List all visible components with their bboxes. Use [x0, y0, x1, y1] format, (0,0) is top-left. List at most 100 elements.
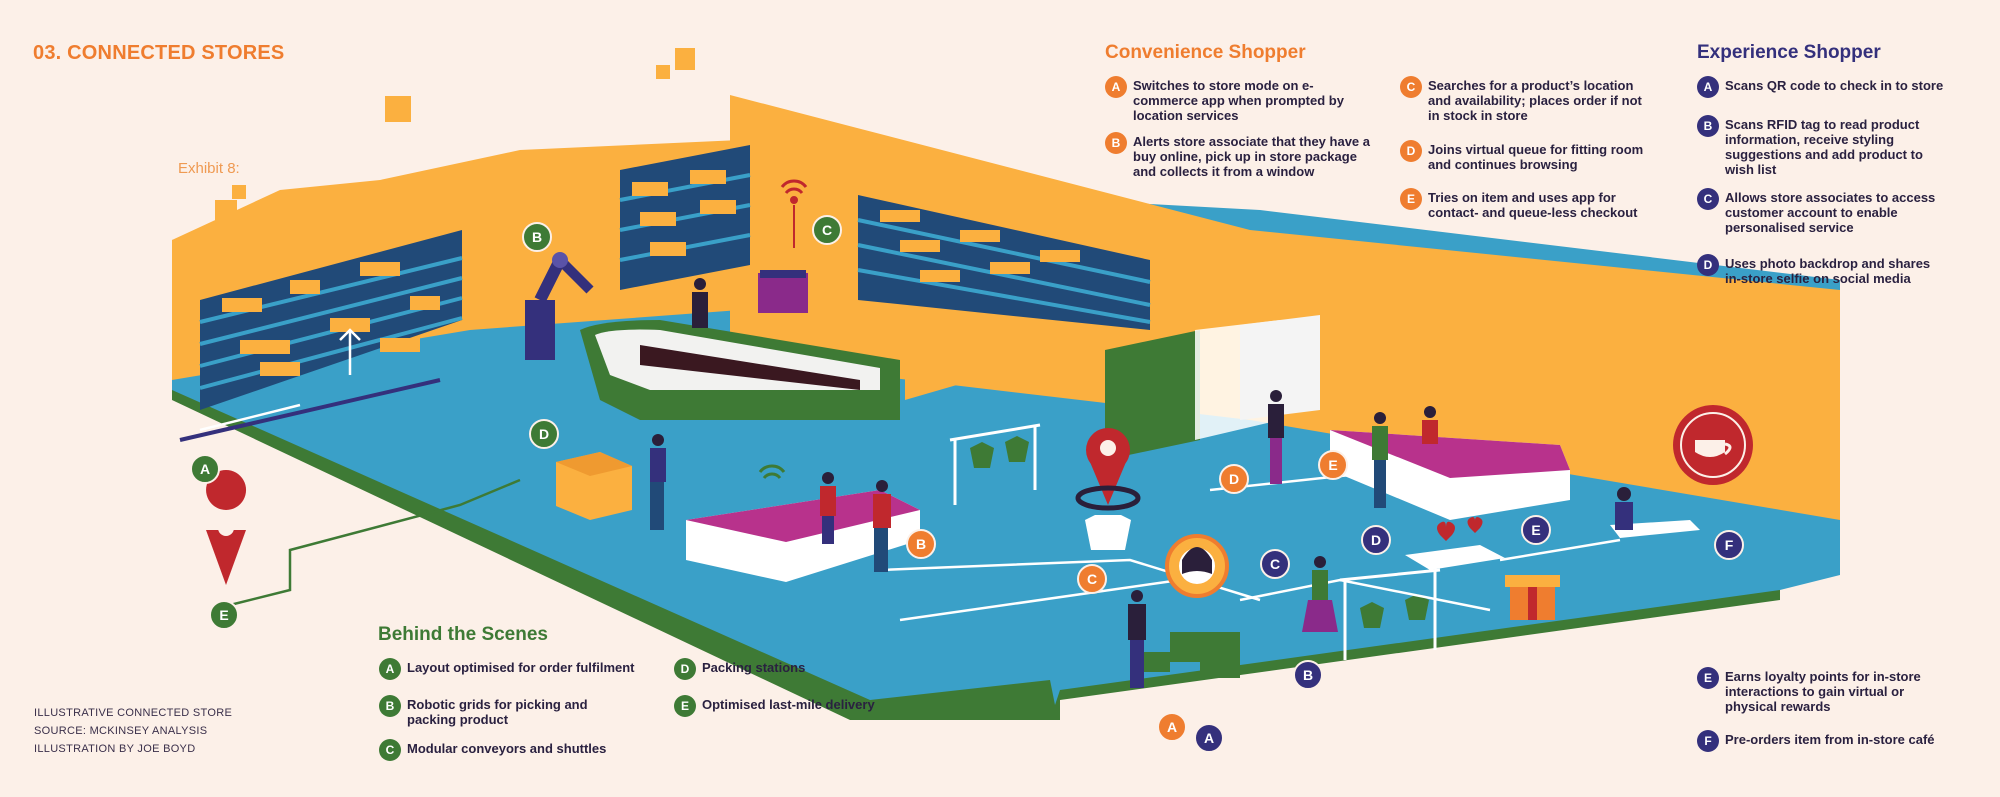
experience-item-e: E Earns loyalty points for in-store inte…	[1697, 667, 1947, 714]
badge: C	[379, 739, 401, 761]
counter-left	[686, 490, 920, 582]
shelf-right	[857, 195, 1151, 330]
fitting-rooms	[1105, 315, 1320, 460]
item-text: Layout optimised for order fulfilment	[407, 660, 635, 675]
scene-badge-behind-b: B	[522, 222, 552, 252]
counter-right	[1330, 430, 1570, 520]
experience-item-d: D Uses photo backdrop and shares in-stor…	[1697, 254, 1947, 286]
convenience-item-c: C Searches for a product’s location and …	[1400, 76, 1645, 123]
item-text: Allows store associates to access custom…	[1725, 190, 1936, 235]
badge: E	[1697, 667, 1719, 689]
scene-badge-experience-e: E	[1521, 515, 1551, 545]
scene-badge-convenience-b: B	[906, 529, 936, 559]
badge: C	[1697, 188, 1719, 210]
convenience-title: Convenience Shopper	[1105, 42, 1306, 63]
item-text: Packing stations	[702, 660, 806, 675]
badge: B	[1697, 115, 1719, 137]
item-text: Uses photo backdrop and shares in-store …	[1725, 256, 1931, 286]
badge: A	[1105, 76, 1127, 98]
item-text: Scans RFID tag to read product informati…	[1725, 117, 1923, 177]
people	[650, 278, 1633, 688]
credit-line: ILLUSTRATIVE CONNECTED STORE	[34, 707, 233, 719]
scene-badge-convenience-c: C	[1077, 564, 1107, 594]
clothing-rack	[949, 423, 1441, 660]
location-pin-store	[1075, 428, 1141, 511]
scene-badge-behind-c: C	[812, 215, 842, 245]
scene-badge-experience-f: F	[1714, 530, 1744, 560]
shelf-center	[619, 145, 751, 290]
experience-item-b: B Scans RFID tag to read product informa…	[1697, 115, 1947, 177]
badge: A	[1697, 76, 1719, 98]
item-text: Searches for a product’s location and av…	[1428, 78, 1642, 123]
item-text: Joins virtual queue for fitting room and…	[1428, 142, 1644, 172]
item-text: Tries on item and uses app for contact- …	[1428, 190, 1638, 220]
item-text: Optimised last-mile delivery	[702, 697, 875, 712]
experience-item-c: C Allows store associates to access cust…	[1697, 188, 1947, 235]
item-text: Robotic grids for picking and packing pr…	[407, 697, 588, 727]
item-text: Pre-orders item from in-store café	[1725, 732, 1935, 747]
badge: A	[379, 658, 401, 680]
item-text: Switches to store mode on e-commerce app…	[1133, 78, 1344, 123]
robotic-arm	[525, 252, 594, 360]
behind-item-e: E Optimised last-mile delivery	[674, 695, 904, 717]
convenience-item-a: A Switches to store mode on e-commerce a…	[1105, 76, 1370, 123]
convenience-item-b: B Alerts store associate that they have …	[1105, 132, 1370, 179]
credit-line: ILLUSTRATION BY JOE BOYD	[34, 743, 196, 755]
wifi-icon	[780, 179, 808, 204]
selfie-mirror	[1165, 534, 1229, 598]
wifi-icon-counter	[758, 464, 786, 480]
loyalty-tablet	[1405, 545, 1505, 570]
item-text: Alerts store associate that they have a …	[1133, 134, 1370, 179]
qr-code	[1140, 632, 1240, 678]
behind-item-a: A Layout optimised for order fulfilment	[379, 658, 659, 680]
badge: F	[1697, 730, 1719, 752]
back-wall-right	[730, 95, 1840, 520]
floor-lines	[879, 473, 1621, 622]
scene-badge-convenience-e: E	[1318, 450, 1348, 480]
experience-item-a: A Scans QR code to check in to store	[1697, 76, 1967, 98]
scene-badge-experience-c: C	[1260, 549, 1290, 579]
deco-block	[675, 48, 695, 70]
experience-title: Experience Shopper	[1697, 42, 1881, 63]
exhibit-label: Exhibit 8:	[178, 160, 240, 177]
badge: E	[1400, 188, 1422, 210]
credits: ILLUSTRATIVE CONNECTED STORE SOURCE: MCK…	[34, 704, 232, 758]
deco-block	[232, 185, 246, 199]
flow-arrows	[199, 328, 361, 432]
shelf-left	[199, 230, 463, 410]
item-text: Scans QR code to check in to store	[1725, 78, 1944, 93]
scene-badge-convenience-a: A	[1157, 712, 1187, 742]
badge: D	[674, 658, 696, 680]
location-pin-left	[206, 470, 247, 585]
item-text: Modular conveyors and shuttles	[407, 741, 607, 756]
behind-title: Behind the Scenes	[378, 624, 548, 645]
scene-badge-behind-e: E	[209, 600, 239, 630]
behind-item-c: C Modular conveyors and shuttles	[379, 739, 659, 761]
convenience-item-e: E Tries on item and uses app for contact…	[1400, 188, 1645, 220]
scene-badge-experience-a: A	[1194, 723, 1224, 753]
behind-item-d: D Packing stations	[674, 658, 874, 680]
page-title: 03. CONNECTED STORES	[33, 42, 285, 64]
shuttle	[758, 273, 808, 313]
deco-block	[656, 65, 670, 79]
gift-box	[1505, 575, 1560, 620]
deco-block	[215, 200, 237, 220]
cafe-sign	[1673, 405, 1753, 485]
badge: B	[1105, 132, 1127, 154]
scene-badge-experience-b: B	[1293, 660, 1323, 690]
convenience-item-d: D Joins virtual queue for fitting room a…	[1400, 140, 1645, 172]
delivery-route	[229, 478, 521, 607]
conveyor	[580, 320, 900, 420]
badge: D	[1697, 254, 1719, 276]
experience-item-f: F Pre-orders item from in-store café	[1697, 730, 1947, 752]
badge: D	[1400, 140, 1422, 162]
scene-badge-experience-d: D	[1361, 525, 1391, 555]
scene-badge-behind-d: D	[529, 419, 559, 449]
scene-badge-convenience-d: D	[1219, 464, 1249, 494]
badge: B	[379, 695, 401, 717]
item-text: Earns loyalty points for in-store intera…	[1725, 669, 1921, 714]
scene-badge-behind-a: A	[190, 454, 220, 484]
badge: E	[674, 695, 696, 717]
credit-line: SOURCE: MCKINSEY ANALYSIS	[34, 725, 208, 737]
